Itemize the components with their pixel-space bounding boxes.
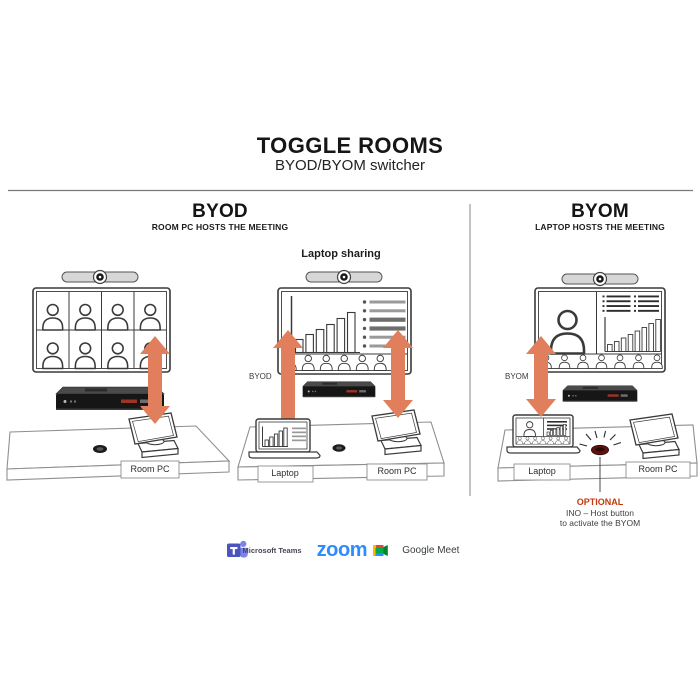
microsoft-teams-icon bbox=[227, 540, 248, 558]
room-display-content-share bbox=[277, 287, 412, 375]
byod-laptop-sharing-illustration bbox=[237, 269, 445, 483]
toggle-arrow-icon bbox=[526, 336, 556, 417]
room-pc-label-box bbox=[120, 460, 180, 479]
meet-label: Google Meet bbox=[402, 544, 460, 556]
laptop-hosting-device bbox=[506, 414, 581, 454]
av-switcher-icon bbox=[302, 381, 376, 398]
toggle-arrow-icon bbox=[383, 330, 413, 418]
laptop-label-box bbox=[513, 463, 571, 481]
byod-arrow-label: BYOD bbox=[249, 372, 272, 381]
teams-logo-lockup: Microsoft Teams bbox=[243, 546, 302, 555]
laptop-label: Laptop bbox=[528, 466, 556, 476]
video-bar-icon bbox=[561, 271, 639, 287]
room-pc-label: Room PC bbox=[130, 464, 170, 474]
video-bar-icon bbox=[305, 269, 383, 285]
laptop-sharing-device bbox=[248, 418, 321, 459]
byom-arrow-label: BYOM bbox=[505, 372, 529, 381]
video-bar-icon bbox=[61, 269, 139, 285]
google-meet-icon bbox=[373, 545, 388, 556]
optional-note-line1: INO – Host button bbox=[565, 508, 635, 518]
zoom-logo-lockup: zoom bbox=[317, 540, 368, 560]
bullet-list-slide bbox=[362, 300, 406, 348]
byod-section-subheading: ROOM PC HOSTS THE MEETING bbox=[151, 222, 289, 232]
meeting-table bbox=[6, 425, 231, 481]
byod-section-heading: BYOD bbox=[192, 201, 248, 222]
room-pc-label-box bbox=[625, 461, 691, 479]
room-display-speaker-view bbox=[534, 287, 666, 373]
toggle-arrow-icon bbox=[140, 336, 170, 424]
table-mic-center bbox=[96, 447, 104, 451]
optional-note-title: OPTIONAL bbox=[576, 497, 624, 507]
shared-chart bbox=[604, 317, 661, 352]
zoom-wordmark: zoom bbox=[316, 539, 368, 561]
teams-label: Microsoft Teams bbox=[242, 545, 302, 555]
laptop-label-box bbox=[257, 465, 314, 483]
optional-note-line2: to activate the BYOM bbox=[559, 518, 641, 528]
av-switcher-icon bbox=[562, 385, 638, 402]
byom-section-heading: BYOM bbox=[571, 201, 629, 222]
byod-room-illustration bbox=[6, 269, 231, 481]
room-display-gallery-view bbox=[32, 287, 171, 373]
host-button-glow-icon bbox=[579, 430, 622, 456]
page-subtitle: BYOD/BYOM switcher bbox=[274, 157, 426, 174]
shared-doc-lines bbox=[602, 295, 659, 312]
room-pc-label: Room PC bbox=[377, 466, 417, 476]
laptop-label: Laptop bbox=[271, 468, 299, 478]
byom-section-subheading: LAPTOP HOSTS THE MEETING bbox=[535, 222, 665, 232]
laptop-sharing-caption: Laptop sharing bbox=[301, 248, 381, 260]
table-mic-center bbox=[335, 446, 343, 450]
page-title: TOGGLE ROOMS bbox=[256, 133, 444, 158]
room-pc-label: Room PC bbox=[638, 464, 678, 474]
meet-logo-lockup: Google Meet bbox=[402, 545, 459, 556]
toggle-arrow-icon bbox=[273, 330, 303, 452]
room-pc-label-box bbox=[366, 463, 428, 481]
supported-platforms: Microsoft Teams zoom Google Meet bbox=[217, 538, 460, 562]
byom-illustration bbox=[497, 271, 698, 492]
